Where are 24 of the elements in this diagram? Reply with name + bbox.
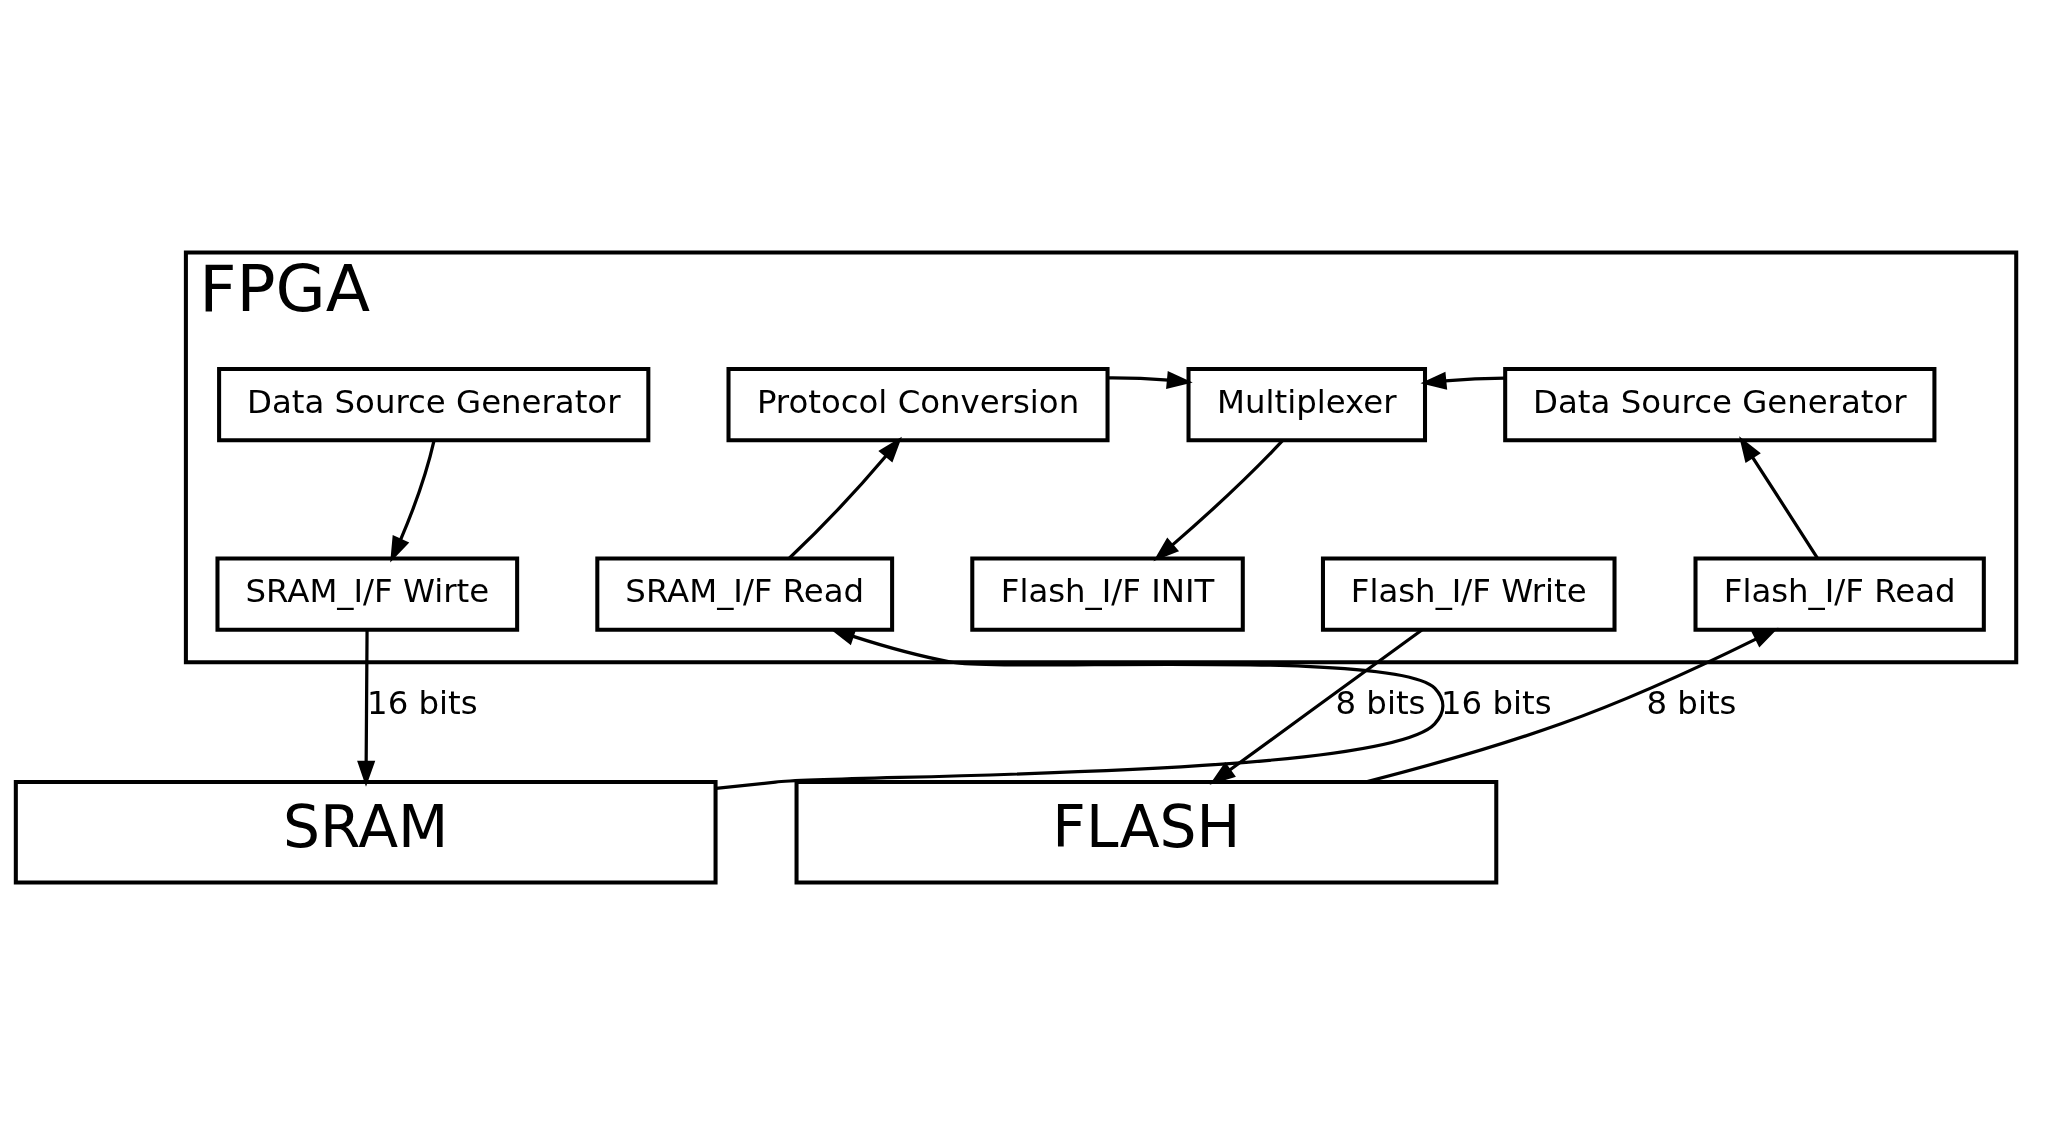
node-box: Flash_I/F Write xyxy=(1320,556,1617,632)
node-box: SRAM xyxy=(13,780,718,885)
arrow xyxy=(1739,436,1819,559)
node-box: FLASH xyxy=(794,780,1499,885)
arrow xyxy=(390,440,436,563)
edge-label: 8 bits xyxy=(1646,684,1737,723)
edge-label: 8 bits xyxy=(1335,684,1426,723)
node-box: Protocol Conversion xyxy=(726,367,1110,443)
node-box: Flash_I/F INIT xyxy=(970,556,1245,632)
arrow xyxy=(357,629,376,787)
edge-label: 16 bits xyxy=(1440,684,1552,723)
node-box: Flash_I/F Read xyxy=(1693,556,1986,632)
node-box: Data Source Generator xyxy=(217,367,651,443)
arrow xyxy=(1365,627,1779,784)
node-box: SRAM_I/F Wirte xyxy=(215,556,520,632)
arrow xyxy=(788,436,902,560)
arrow xyxy=(1107,371,1193,390)
node-box: Data Source Generator xyxy=(1503,367,1937,443)
arrow xyxy=(1209,628,1423,785)
node-box: SRAM_I/F Read xyxy=(595,556,895,632)
edge-label: 16 bits xyxy=(367,684,478,723)
node-box: Multiplexer xyxy=(1186,367,1428,443)
arrow xyxy=(1153,439,1284,562)
arrow xyxy=(1420,371,1505,390)
